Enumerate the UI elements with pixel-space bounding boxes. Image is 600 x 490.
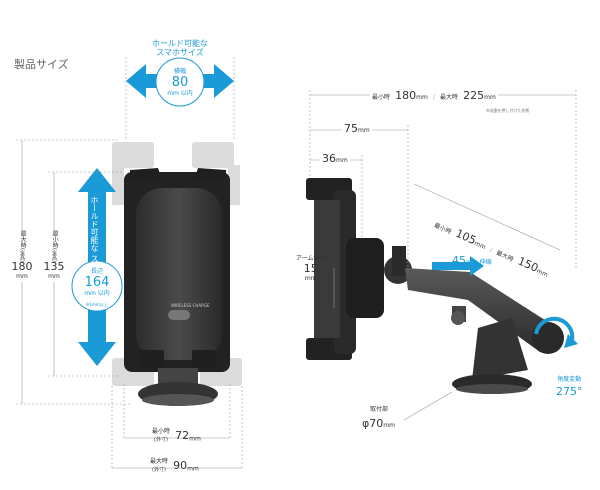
min-width-dim: 最小時 (外寸) 72mm [152,428,201,444]
min-width-caption: 最小時 [152,428,171,435]
max-height-caption: 最大時 [19,230,26,248]
arm-unit-2: mm [535,267,549,279]
depth-unit-2: mm [484,94,496,101]
depth-dim: 最小時 180mm / 最大時 225mm [370,84,498,103]
width-bubble-circle [155,57,205,107]
min-height-dim: 最小時 (全高) 135 mm [42,230,66,282]
max-width-value: 90 [173,459,188,472]
base-value: φ70 [362,417,384,430]
d75-unit: mm [358,127,370,134]
depth-caption-max: 最大時 [440,94,459,101]
pad-text: WIRELESS CHARGE [171,303,210,308]
base-unit: mm [383,422,395,429]
width-bubble-value: 80 [171,75,189,90]
vertical-hold-label: ホールド可能な スマホサイズ [90,196,99,303]
min-height-value: 135 [43,259,65,273]
max-height-dim: 最大時 (全高) 180 mm [10,230,34,282]
side-view [306,178,578,394]
width-bubble-unit: mm 以内 [167,90,193,97]
height-bubble: 長辺 164 mm 以内 ※1mm以上 [75,266,119,310]
arm-rot-value: 15 [303,262,318,275]
min-width-value: 72 [175,429,190,442]
arm-rot-unit: mm [304,275,317,282]
depth-unit-1: mm [416,94,428,101]
vertical-hold-label-line1: ホールド可能な [90,196,99,252]
hold-label: ホールド可能な スマホサイズ [149,39,211,57]
swivel-value: 45 [452,254,466,267]
max-height-unit: mm [16,272,28,280]
min-width-sub: (外寸) [154,437,168,443]
min-width-unit: mm [189,435,201,443]
max-width-sub: (外寸) [152,467,166,473]
max-width-dim: 最大時 (外寸) 90mm [150,458,199,474]
max-width-caption: 最大時 [150,458,169,465]
d36-value: 36 [322,152,336,165]
angle-value: 275° [556,385,583,398]
height-bubble-note: ※1mm以上 [86,302,108,307]
hold-label-line1: ホールド可能な [152,39,208,48]
d36-unit: mm [336,157,348,164]
charging-pad [136,188,222,360]
width-bubble: 横幅 80 mm 以内 [158,66,202,99]
swivel-unit: mm 伸縮 [466,259,492,266]
angle-dim: 角度変動 275° [556,374,583,398]
d36-dim: 36mm [320,147,350,166]
width-bubble-caption: 横幅 [173,68,186,75]
angle-label: 角度変動 [557,376,582,383]
height-bubble-circle [71,260,123,312]
height-bubble-value: 164 [84,275,110,290]
min-height-unit: mm [48,272,60,280]
max-width-unit: mm [187,465,199,473]
swivel-dim: 45mm 伸縮 [452,249,492,268]
height-bubble-unit: mm 以内 [84,290,110,297]
arm-rot-label: アーム側行 [296,255,326,262]
d75-value: 75 [344,122,358,135]
min-height-sub: (全高) [51,248,57,262]
depth-max: 225 [463,89,485,102]
depth-min: 180 [395,89,417,102]
depth-caption-min: 最小時 [372,94,391,101]
arm-rot-dim: アーム側行 15 mm [296,254,325,284]
max-height-sub: (全高) [19,248,25,262]
d75-dim: 75mm [342,117,372,136]
max-height-value: 180 [11,259,33,273]
hold-label-line2: スマホサイズ [156,48,204,57]
min-height-caption: 最小時 [51,230,58,248]
height-bubble-caption: 長辺 [90,268,103,275]
base-dim: 取付部 φ70mm [362,404,395,432]
section-title: 製品サイズ [14,58,69,71]
vertical-hold-label-line2: スマホサイズ [90,254,99,303]
base-label: 取付部 [370,406,389,413]
depth-note: ※吸盤を押し付けた状態 [486,108,530,113]
